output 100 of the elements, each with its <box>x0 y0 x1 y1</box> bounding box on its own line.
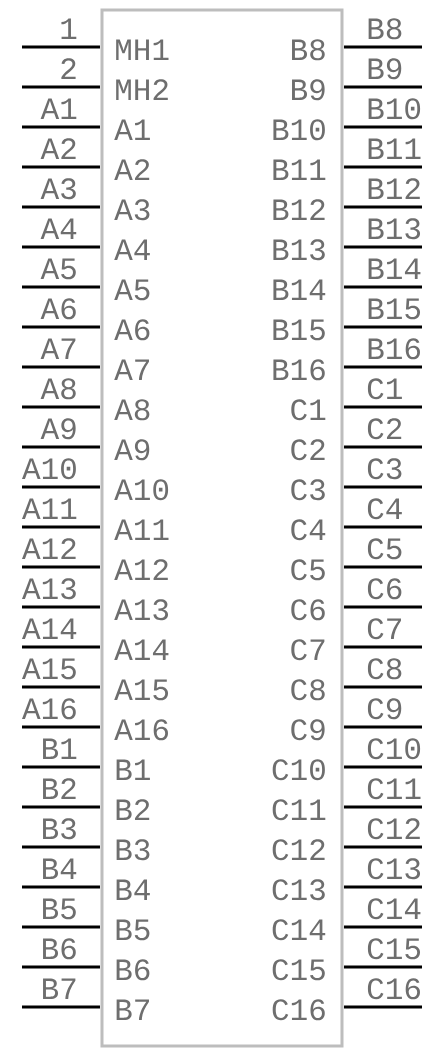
pin-number: C14 <box>367 898 421 920</box>
pin-number: B11 <box>368 138 421 159</box>
pin-number: A6 <box>40 298 76 320</box>
pin-number: A16 <box>22 698 76 720</box>
pin-number: B9 <box>368 58 402 80</box>
pin-number: C1 <box>367 378 402 400</box>
pin-name: A16 <box>114 719 168 741</box>
pin-number: B7 <box>43 978 76 999</box>
pin-name: C12 <box>272 839 325 861</box>
pin-name: A4 <box>114 239 150 260</box>
pin-name: B8 <box>292 39 325 61</box>
pin-name: B4 <box>116 879 150 900</box>
pin-name: B2 <box>116 799 150 820</box>
pin-name: B14 <box>273 279 326 300</box>
pin-name: C11 <box>272 799 326 821</box>
pin-number: A7 <box>40 338 76 359</box>
pin-name: A15 <box>114 679 169 701</box>
pin-number: A11 <box>22 498 77 519</box>
pin-name: C8 <box>291 679 325 701</box>
pin-name: C4 <box>291 519 326 541</box>
pin-name: A6 <box>114 319 150 341</box>
pin-number: C15 <box>367 938 421 960</box>
pin-number: 1 <box>61 18 77 39</box>
pin-name: C6 <box>291 599 325 621</box>
pin-number: C7 <box>367 618 401 640</box>
pin-name: C16 <box>272 999 325 1021</box>
pin-number: C4 <box>367 498 402 520</box>
pin-name: C15 <box>272 959 325 981</box>
pin-number: C8 <box>367 658 402 680</box>
pin-number: B2 <box>43 778 76 799</box>
pin-name: B7 <box>116 999 149 1020</box>
pin-name: A9 <box>114 439 150 461</box>
pin-number: C2 <box>367 418 402 440</box>
pin-number: A10 <box>22 458 76 480</box>
pin-name: A14 <box>114 639 169 660</box>
pin-number: C5 <box>367 538 402 560</box>
pin-number: A13 <box>22 578 76 600</box>
pin-name: A8 <box>114 399 150 421</box>
pin-name: B16 <box>273 359 325 381</box>
pin-number: A5 <box>40 258 76 280</box>
pin-number: A2 <box>40 138 76 159</box>
pin-name: B5 <box>116 919 150 941</box>
pin-number: B10 <box>368 98 421 120</box>
pin-number: C16 <box>367 978 420 1000</box>
pin-name: B12 <box>273 199 325 220</box>
pin-name: C2 <box>291 439 325 461</box>
pin-name: C1 <box>291 399 326 421</box>
pin-name: B1 <box>116 759 150 780</box>
pin-number: B4 <box>43 858 77 879</box>
pin-number: B5 <box>43 898 76 920</box>
pin-name: C3 <box>291 479 325 501</box>
pin-name: C5 <box>291 559 325 581</box>
pin-name: B9 <box>292 79 325 101</box>
pin-name: B13 <box>273 239 325 261</box>
pin-name: A3 <box>114 199 150 221</box>
pin-name: A12 <box>114 559 168 580</box>
pin-number: B15 <box>368 298 421 320</box>
pin-number: B3 <box>43 818 76 840</box>
pin-name: MH2 <box>116 79 168 100</box>
pin-number: A12 <box>22 538 76 559</box>
pin-number: A9 <box>40 418 76 440</box>
pin-name: B11 <box>273 159 326 180</box>
pin-number: C6 <box>367 578 402 600</box>
pin-name: B6 <box>116 959 150 981</box>
pin-number: 2 <box>61 58 76 79</box>
pin-name: A10 <box>114 479 169 501</box>
pin-name: A13 <box>114 599 169 621</box>
pin-number: A15 <box>22 658 76 680</box>
pin-number: A3 <box>40 178 76 200</box>
pin-name: C7 <box>291 639 325 661</box>
pin-number: C11 <box>367 778 421 800</box>
pin-number: A1 <box>40 98 77 119</box>
pin-number: A4 <box>40 218 77 239</box>
pin-number: B16 <box>368 338 420 360</box>
pin-number: C9 <box>367 698 402 720</box>
pin-name: B10 <box>273 119 325 141</box>
pin-name: C14 <box>272 919 326 941</box>
pin-name: B15 <box>273 319 325 341</box>
pin-number: B13 <box>368 218 421 240</box>
pin-name: C13 <box>272 879 325 901</box>
pin-name: A2 <box>114 159 150 180</box>
pin-name: C10 <box>272 759 325 781</box>
pin-name: C9 <box>291 719 325 741</box>
pin-number: A14 <box>22 618 77 639</box>
pin-name: B3 <box>116 839 150 861</box>
pin-name: A5 <box>114 279 150 301</box>
pin-name: MH1 <box>116 39 169 60</box>
pin-number: B1 <box>43 738 77 759</box>
pin-number: C13 <box>367 858 421 880</box>
pin-number: C12 <box>367 818 420 840</box>
pin-number: A8 <box>40 378 76 400</box>
pin-number: B14 <box>368 258 421 279</box>
pin-number: B12 <box>368 178 420 199</box>
pin-number: B6 <box>43 938 76 960</box>
pin-name: A7 <box>114 359 149 380</box>
pin-number: C10 <box>367 738 421 760</box>
pin-name: A1 <box>114 119 150 140</box>
pin-number: C3 <box>367 458 402 480</box>
pin-number: B8 <box>368 18 402 40</box>
pin-name: A11 <box>114 519 169 540</box>
